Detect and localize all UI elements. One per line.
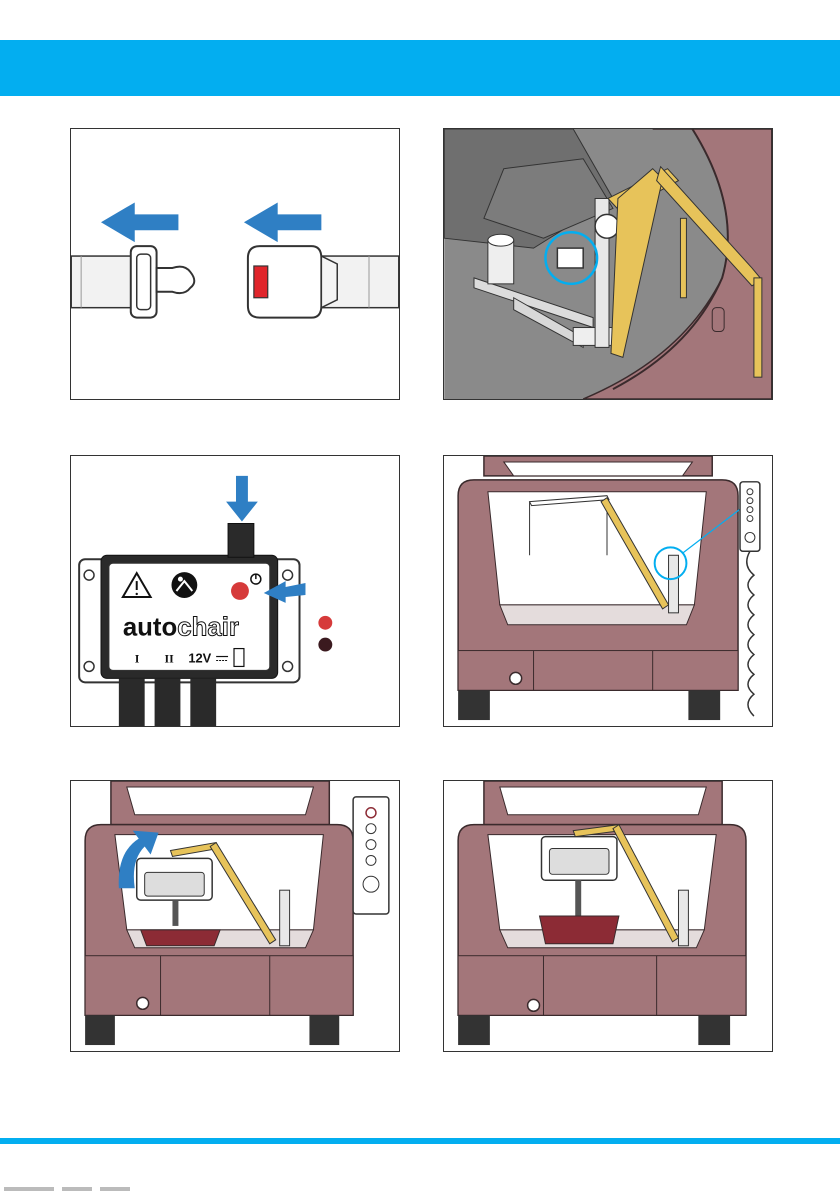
footer-marks <box>0 1186 140 1192</box>
chair-stowed-illustration <box>444 781 772 1051</box>
panel-car-remote <box>443 455 773 727</box>
seat-belt-illustration <box>71 129 399 399</box>
brand-chair: chair <box>177 614 239 642</box>
header-band <box>0 40 840 96</box>
led-on-indicator <box>318 616 332 630</box>
voltage-label: 12V <box>188 650 211 665</box>
footer-line <box>0 1138 840 1144</box>
svg-text:autochair: autochair <box>123 614 239 642</box>
chair-lifting-illustration <box>71 781 399 1051</box>
port-1-label: I <box>135 651 140 665</box>
belt-tongue <box>131 246 195 317</box>
read-manual-icon <box>171 572 197 598</box>
remote-control <box>740 482 760 716</box>
led-off-indicator <box>318 638 332 652</box>
arrow-down-icon <box>226 476 258 522</box>
power-led[interactable] <box>231 582 249 600</box>
panel-control-box: autochair I II 12V <box>70 455 400 727</box>
control-box-illustration: autochair I II 12V <box>71 456 399 726</box>
port-2-label: II <box>165 651 175 665</box>
brand-auto: auto <box>123 614 177 642</box>
remote-control <box>353 797 389 914</box>
arrow-right-icon <box>244 202 321 242</box>
panel-lift-closeup <box>443 128 773 400</box>
arrow-left-icon <box>101 202 178 242</box>
panel-seat-belt <box>70 128 400 400</box>
lift-closeup-illustration <box>444 129 772 399</box>
panel-chair-lifting <box>70 780 400 1052</box>
belt-buckle <box>248 246 337 317</box>
panel-chair-stowed <box>443 780 773 1052</box>
car-remote-illustration <box>444 456 772 726</box>
